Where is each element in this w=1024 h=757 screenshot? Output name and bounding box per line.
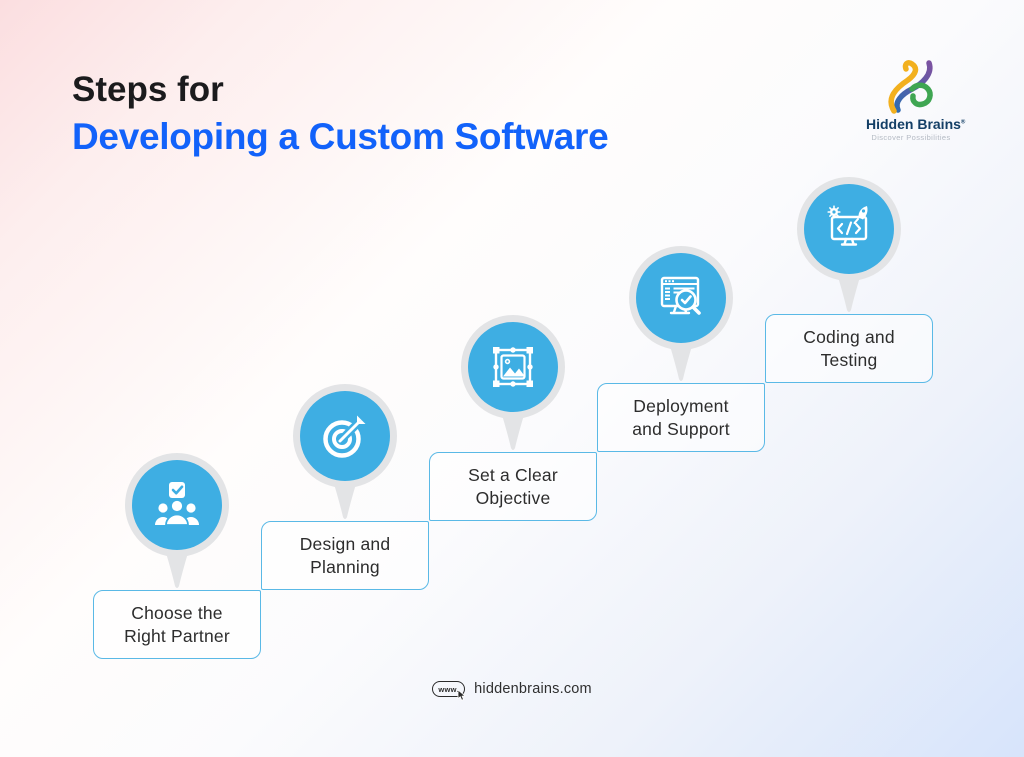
footer: www. hiddenbrains.com [0,681,1024,701]
page-title: Steps for [72,70,224,109]
step-label: Coding and [803,326,895,347]
www-label: www. [438,684,459,694]
brand-logo: Hidden Brains® Discover Possibilities [866,58,966,142]
step-label: and Support [632,418,730,439]
step-label: Planning [310,556,380,577]
step-pin-2 [293,384,397,519]
page-subtitle: Developing a Custom Software [72,116,609,157]
step-label: Testing [820,349,878,370]
brand-name: Hidden Brains® [866,116,966,132]
step-box-clear-objective: Set a Clear Objective [429,452,597,521]
brand-tagline: Discover Possibilities [871,133,951,142]
team-check-icon [155,482,199,526]
step-label: Choose the [131,602,223,623]
step-box-choose-partner: Choose the Right Partner [93,590,261,659]
cursor-icon [457,690,467,701]
step-label: Design and [299,533,391,554]
step-label: Right Partner [124,625,230,646]
target-dart-icon [323,415,366,458]
registered-mark: ® [960,119,966,126]
hidden-brains-logo-icon [888,60,933,114]
step-box-design-planning: Design and Planning [261,521,429,590]
step-box-deployment-support: Deployment and Support [597,383,765,452]
monitor-search-check-icon [660,276,701,315]
step-label: Objective [475,487,551,508]
step-label: Set a Clear [468,464,558,485]
step-box-coding-testing: Coding and Testing [765,314,933,383]
image-frame-selection-icon [493,347,533,387]
step-pin-5 [797,177,901,312]
step-pin-3 [461,315,565,450]
website-url: hiddenbrains.com [474,681,592,697]
code-monitor-rocket-icon [827,205,868,246]
step-label: Deployment [633,395,729,416]
step-pin-1 [125,453,229,588]
www-badge-icon: www. [432,681,467,701]
step-pin-4 [629,246,733,381]
